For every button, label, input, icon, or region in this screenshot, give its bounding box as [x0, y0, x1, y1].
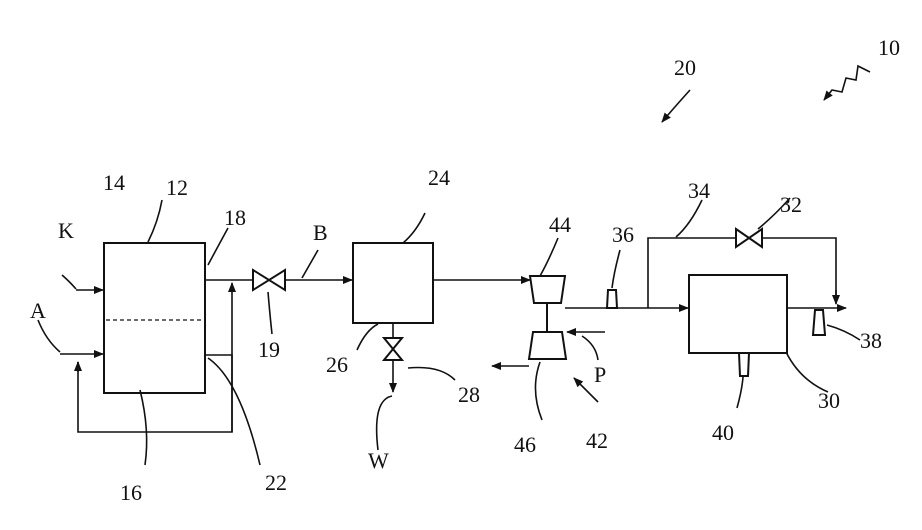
leader-12	[148, 200, 162, 242]
bypass-valve-32	[736, 229, 762, 247]
leader-b	[302, 250, 318, 278]
label-stream-p: P	[594, 362, 606, 387]
label-stream-a: A	[30, 298, 46, 323]
label-vessel-outlet: 18	[224, 205, 246, 230]
vessel	[104, 243, 205, 393]
label-separator-outlet: 26	[326, 352, 348, 377]
compressor-44	[530, 276, 565, 303]
leader-44	[540, 238, 558, 276]
label-vessel: 12	[166, 175, 188, 200]
label-bypass-line: 34	[688, 178, 710, 203]
leader-26	[357, 324, 378, 350]
label-stream-b: B	[313, 220, 328, 245]
separator-24	[353, 243, 433, 323]
vessel-body	[104, 243, 205, 393]
sensor-36	[607, 290, 617, 308]
label-valve-19: 19	[258, 337, 280, 362]
leader-28	[408, 368, 455, 381]
fuel-cell-30	[689, 275, 787, 353]
label-lower-part: 16	[120, 480, 142, 505]
leader-38	[827, 325, 860, 340]
leader-18	[208, 228, 228, 265]
leader-w	[377, 396, 392, 450]
leader-p	[582, 336, 598, 360]
leader-k	[62, 275, 76, 289]
leader-19	[268, 292, 272, 334]
label-upper-part: 14	[103, 170, 125, 195]
label-sensor-38: 38	[860, 328, 882, 353]
pointer-10	[824, 66, 870, 100]
leader-a	[38, 320, 60, 352]
leader-34	[676, 200, 702, 237]
label-return-line: 22	[265, 470, 287, 495]
leader-40	[737, 377, 743, 408]
label-stream-w: W	[368, 448, 389, 473]
drain-valve-28	[384, 338, 402, 360]
leader-16	[140, 390, 147, 465]
leader-46	[535, 362, 542, 420]
leader-36	[612, 250, 620, 288]
label-sensor-40: 40	[712, 420, 734, 445]
label-subsystem: 20	[674, 55, 696, 80]
leader-30	[786, 352, 828, 392]
label-separator: 24	[428, 165, 450, 190]
label-drain-valve: 28	[458, 382, 480, 407]
pointer-20	[662, 90, 690, 122]
turbine-46	[529, 332, 566, 359]
leader-22	[208, 358, 260, 465]
label-turbine: 46	[514, 432, 536, 457]
valve-19	[253, 270, 285, 290]
label-fuel-cell: 30	[818, 388, 840, 413]
label-sensor-36: 36	[612, 222, 634, 247]
sensor-38	[813, 310, 825, 335]
label-system: 10	[878, 35, 900, 60]
label-stream-k: K	[58, 218, 74, 243]
sensor-40	[739, 353, 749, 376]
label-turbocharger: 42	[586, 428, 608, 453]
label-compressor: 44	[549, 212, 571, 237]
label-bypass-valve: 32	[780, 192, 802, 217]
leader-24	[403, 213, 425, 243]
